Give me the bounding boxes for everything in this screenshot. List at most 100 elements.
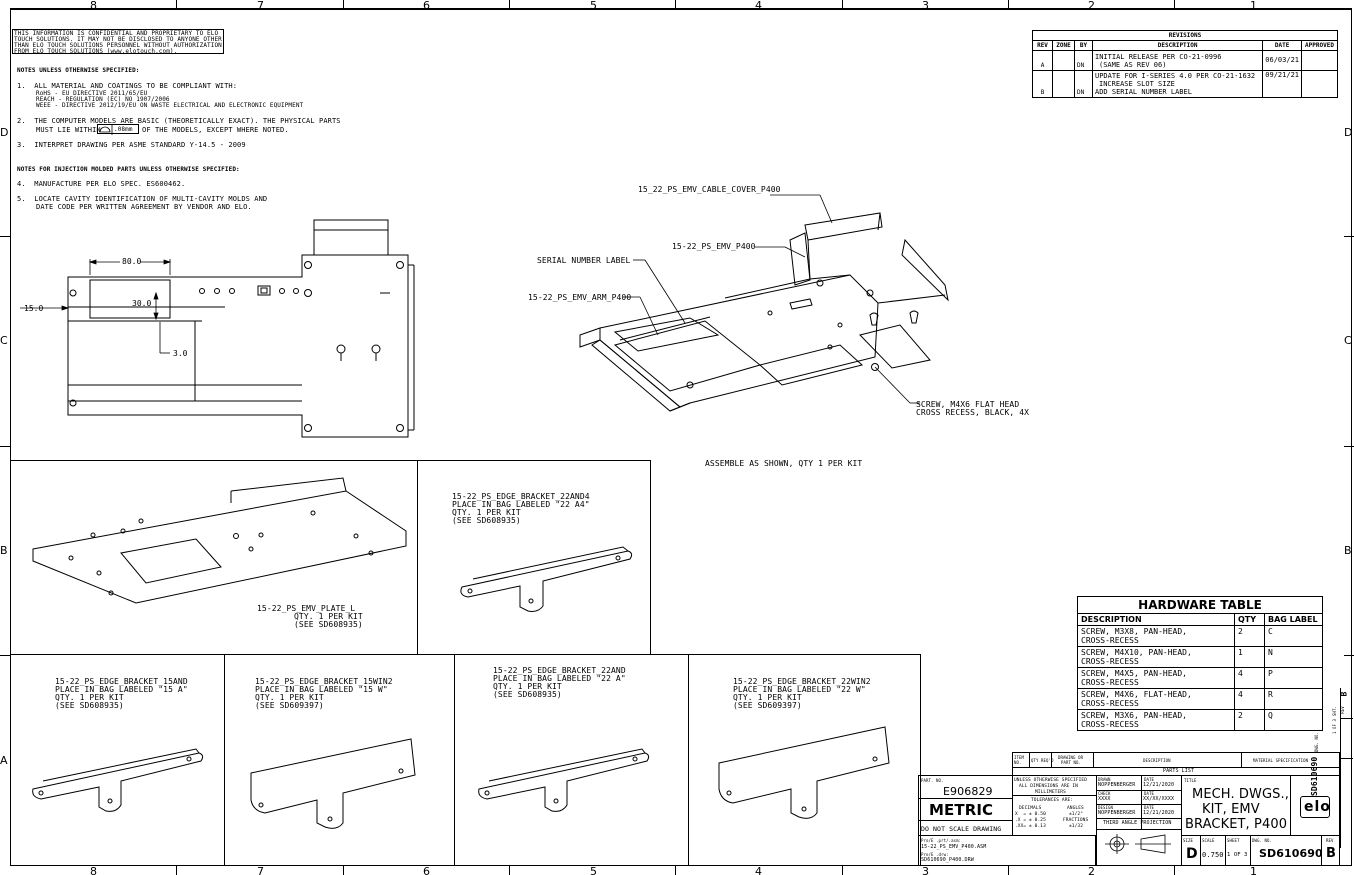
note-1: 1. ALL MATERIAL AND COATINGS TO BE COMPL… bbox=[17, 82, 238, 90]
bracket-15and-drawing bbox=[32, 748, 204, 812]
b15and-ref: (SEE SD608935) bbox=[55, 701, 124, 710]
notes-heading: NOTES UNLESS OTHERWISE SPECIFIED: bbox=[17, 67, 140, 74]
note-2a: MUST LIE WITHIN bbox=[36, 126, 101, 134]
part-cell-bracket-15win2: 15-22_PS_EDGE_BRACKET_15WIN2 PLACE IN BA… bbox=[224, 654, 455, 866]
dim-15: 15.0 bbox=[24, 304, 43, 313]
b22and-name: 15-22_PS_EDGE_BRACKET_22AND bbox=[493, 666, 626, 675]
hardware-title: HARDWARE TABLE bbox=[1077, 596, 1323, 614]
note-5: 5. LOCATE CAVITY IDENTIFICATION OF MULTI… bbox=[17, 195, 268, 203]
hardware-table: HARDWARE TABLE DESCRIPTION QTY BAG LABEL… bbox=[1077, 596, 1323, 731]
callout-screw-line1: SCREW, M4X6 FLAT HEAD bbox=[916, 400, 1020, 409]
revisions-title: REVISIONS bbox=[1032, 30, 1338, 41]
b15win2-qty: QTY. 1 PER KIT bbox=[255, 693, 324, 702]
third-angle-projection-icon bbox=[1105, 834, 1171, 854]
confidential-line-3: THAN ELO TOUCH SOLUTIONS PERSONNEL WITHO… bbox=[14, 42, 222, 49]
revision-row-a: A DN INITIAL RELEASE PER CO-21-0996 (SAM… bbox=[1032, 50, 1338, 71]
note-1c: WEEE - DIRECTIVE 2012/19/EU ON WASTE ELE… bbox=[36, 102, 304, 109]
part-cell-bracket-22and: 15-22_PS_EDGE_BRACKET_22AND PLACE IN BAG… bbox=[454, 654, 689, 866]
b22win2-qty: QTY. 1 PER KIT bbox=[733, 693, 802, 702]
note-2b: OF THE MODELS, EXCEPT WHERE NOTED. bbox=[142, 126, 289, 134]
cable-cover-iso bbox=[804, 212, 883, 241]
zone-col-3: 3 bbox=[922, 0, 929, 12]
part-cell-bracket-15and: 15-22_PS_EDGE_BRACKET_15AND PLACE IN BAG… bbox=[10, 654, 225, 866]
title-line-1: MECH. DWGS., bbox=[1192, 787, 1289, 802]
b22win2-name: 15-22_PS_EDGE_BRACKET_22WIN2 bbox=[733, 677, 871, 686]
emv-plate-drawing bbox=[32, 477, 407, 604]
titleblock-rev: REV B bbox=[1321, 835, 1340, 866]
zone-col-4: 4 bbox=[755, 0, 762, 12]
plate-name: 15-22_PS_EMV_PLATE_L bbox=[257, 604, 356, 613]
titleblock-signoffs: DRAWN NOPPENBERGER DATE 12/21/2020 CHECK… bbox=[1096, 775, 1182, 830]
dim-3: 3.0 bbox=[173, 349, 188, 358]
zone-col-7: 7 bbox=[257, 0, 264, 12]
dim-80: 80.0 bbox=[122, 257, 141, 266]
zone-col-5: 5 bbox=[590, 0, 597, 12]
b22win2-ref: (SEE SD609397) bbox=[733, 701, 802, 710]
revision-row-b: B DN UPDATE FOR I-SERIES 4.0 PER CO-21-1… bbox=[1032, 70, 1338, 98]
titleblock-size: SIZE D bbox=[1181, 835, 1201, 866]
confidential-notice bbox=[12, 29, 224, 54]
hardware-row: SCREW, M4X6, FLAT-HEAD,CROSS-RECESS 4 R bbox=[1077, 688, 1323, 710]
b22win2-bag: PLACE IN BAG LABELED "22 W" bbox=[733, 685, 866, 694]
b15and-qty: QTY. 1 PER KIT bbox=[55, 693, 124, 702]
parts-list-header: ITEM NO. QTY REQ'D DRAWING OR PART NO. D… bbox=[1012, 752, 1340, 776]
zone-row-c-right: C bbox=[1344, 334, 1352, 347]
elo-logo: elo bbox=[1300, 796, 1330, 818]
callout-serial-label: SERIAL NUMBER LABEL bbox=[537, 256, 631, 265]
flat-plate-view: 80.0 30.0 15.0 3.0 bbox=[20, 219, 415, 438]
note-4: 4. MANUFACTURE PER ELO SPEC. ES600462. bbox=[17, 180, 186, 188]
titleblock-metric: METRIC bbox=[918, 798, 1013, 821]
zone-col-8: 8 bbox=[90, 0, 97, 12]
callout-emv-p400: 15-22_PS_EMV_P400 bbox=[672, 242, 756, 251]
confidential-line-1: THIS INFORMATION IS CONFIDENTIAL AND PRO… bbox=[14, 30, 219, 37]
zone-row-b-right: B bbox=[1344, 544, 1352, 557]
callout-emv-arm: 15-22_PS_EMV_ARM_P400 bbox=[528, 293, 632, 302]
bracket-22and4-drawing bbox=[460, 546, 633, 612]
side-strip: B REV 1 OF 3 SHT. SD610690 DWG. NO. bbox=[1310, 688, 1353, 848]
title-line-2: KIT, EMV bbox=[1202, 802, 1260, 817]
assemble-note: ASSEMBLE AS SHOWN, QTY 1 PER KIT bbox=[705, 459, 863, 468]
confidential-line-4: FROM ELO TOUCH SOLUTIONS (www.elotouch.c… bbox=[14, 48, 178, 55]
zone-row-d-left: D bbox=[0, 126, 9, 139]
b22and4-qty: QTY. 1 PER KIT bbox=[452, 508, 521, 517]
zone-col-6: 6 bbox=[423, 0, 430, 12]
b22and4-name: 15-22_PS_EDGE_BRACKET_22AND4 bbox=[452, 492, 590, 501]
zone-row-b-left: B bbox=[0, 544, 8, 557]
b22and-ref: (SEE SD608935) bbox=[493, 690, 562, 699]
profile-of-surface-icon bbox=[99, 125, 113, 135]
titleblock-tolerances: UNLESS OTHERWISE SPECIFIED ALL DIMENSION… bbox=[1012, 775, 1097, 836]
titleblock-sheet: SHEET 1 OF 3 bbox=[1225, 835, 1251, 866]
b15win2-ref: (SEE SD609397) bbox=[255, 701, 324, 710]
zone-col-2: 2 bbox=[1088, 0, 1095, 12]
parts-list-label: PARTS LIST bbox=[1163, 768, 1195, 774]
hardware-row: SCREW, M4X10, PAN-HEAD,CROSS-RECESS 1 N bbox=[1077, 646, 1323, 668]
confidential-line-2: TOUCH SOLUTIONS. IT MAY NOT BE DISCLOSED… bbox=[14, 36, 222, 43]
zone-strip-top: 8 7 6 5 4 3 2 1 bbox=[10, 0, 1352, 12]
part-cell-bracket-22win2: 15-22_PS_EDGE_BRACKET_22WIN2 PLACE IN BA… bbox=[688, 654, 921, 866]
zone-col-1: 1 bbox=[1250, 0, 1257, 12]
titleblock-title: TITLE MECH. DWGS., KIT, EMV BRACKET, P40… bbox=[1181, 775, 1340, 836]
callout-screw-line2: CROSS RECESS, BLACK, 4X bbox=[916, 408, 1030, 417]
note-5a: DATE CODE PER WRITTEN AGREEMENT BY VENDO… bbox=[36, 203, 252, 211]
zone-row-a-left: A bbox=[0, 754, 8, 767]
label-window bbox=[89, 279, 171, 319]
b15and-name: 15-22_PS_EDGE_BRACKET_15AND bbox=[55, 677, 188, 686]
titleblock-dnscale: DO NOT SCALE DRAWING bbox=[918, 820, 1013, 836]
b22and-qty: QTY. 1 PER KIT bbox=[493, 682, 562, 691]
hardware-row: SCREW, M3X6, PAN-HEAD,CROSS-RECESS 2 Q bbox=[1077, 709, 1323, 731]
part-cell-bracket-22and4: 15-22_PS_EDGE_BRACKET_22AND4 PLACE IN BA… bbox=[417, 460, 651, 655]
flat-plate-outline bbox=[67, 254, 409, 438]
side-rev: B REV bbox=[1339, 691, 1349, 714]
revisions-table: REVISIONS REV ZONE BY DESCRIPTION DATE A… bbox=[1032, 30, 1338, 98]
hardware-row: SCREW, M3X8, PAN-HEAD,CROSS-RECESS 2 C bbox=[1077, 625, 1323, 647]
notes-heading-molded: NOTES FOR INJECTION MOLDED PARTS UNLESS … bbox=[17, 166, 240, 173]
zone-strip-bottom: 8 7 6 5 4 3 2 1 bbox=[10, 865, 1352, 875]
plate-ref: (SEE SD608935) bbox=[294, 620, 363, 629]
titleblock-part-no: PART. NO. E906829 bbox=[918, 775, 1013, 799]
note-1a: RoHS - EU DIRECTIVE 2011/65/EU bbox=[36, 90, 148, 97]
b22and4-bag: PLACE IN BAG LABELED "22 A4" bbox=[452, 500, 590, 509]
b15win2-bag: PLACE IN BAG LABELED "15 W" bbox=[255, 685, 388, 694]
zone-row-d-right: D bbox=[1344, 126, 1353, 139]
serial-label-iso bbox=[613, 317, 720, 352]
title-line-3: BRACKET, P400 bbox=[1185, 817, 1288, 832]
